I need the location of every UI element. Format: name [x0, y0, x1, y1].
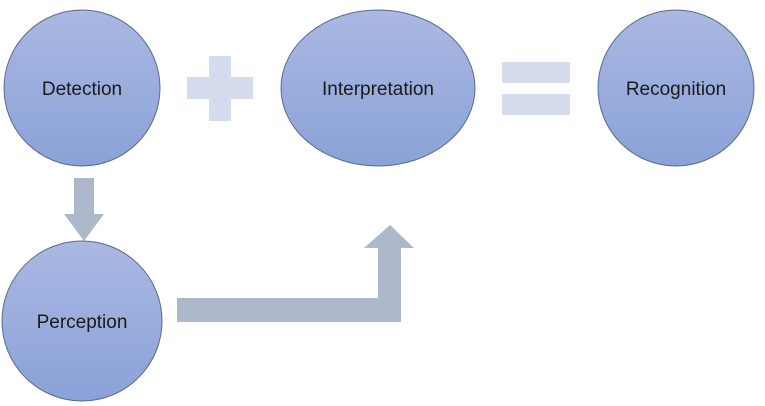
bent-arrow	[177, 225, 414, 322]
detection-label: Detection	[42, 79, 122, 100]
interpretation-node: Interpretation	[280, 9, 476, 167]
plus-operator: +	[187, 56, 253, 121]
perception-node: Perception	[1, 240, 163, 402]
down-arrow	[64, 178, 104, 241]
interpretation-label: Interpretation	[322, 79, 434, 100]
recognition-node: Recognition	[597, 9, 755, 167]
recognition-label: Recognition	[626, 79, 726, 100]
perception-label: Perception	[37, 312, 128, 333]
detection-node: Detection	[3, 9, 161, 167]
equals-operator: =	[502, 62, 570, 115]
